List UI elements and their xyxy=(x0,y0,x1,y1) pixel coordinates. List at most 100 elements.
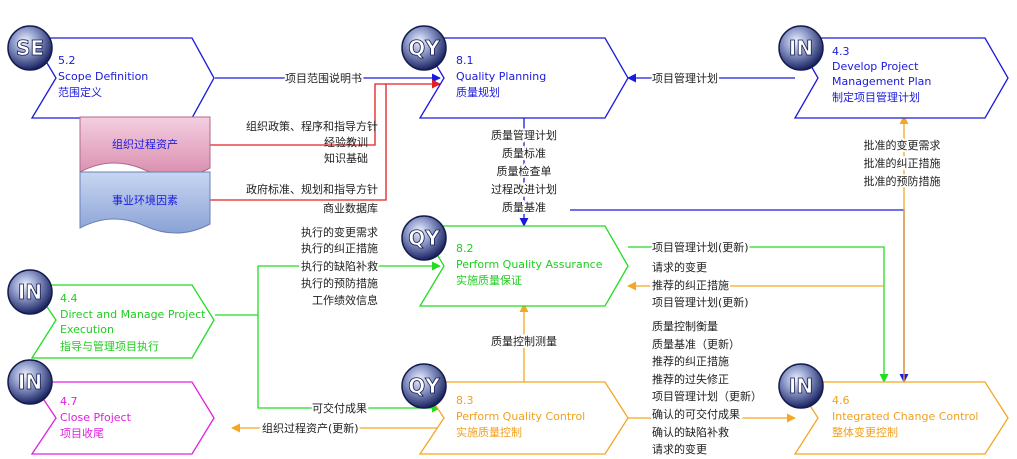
badge-circle xyxy=(778,25,824,71)
icc-zh: 整体变更控制 xyxy=(832,425,898,439)
dm-en2: Execution xyxy=(60,323,114,336)
badge-text: IN xyxy=(789,36,813,60)
qc-zh: 实施质量控制 xyxy=(456,425,522,439)
asset-label-opa: 组织过程资产 xyxy=(112,137,178,151)
qc-out-item: 请求的变更 xyxy=(652,442,707,456)
qa-number: 8.2 xyxy=(456,242,474,255)
qc-out-item: 确认的可交付成果 xyxy=(652,407,740,421)
qc-en: Perform Quality Control xyxy=(456,410,585,423)
scope-en: Scope Definition xyxy=(58,70,148,83)
process-box-dm[interactable] xyxy=(30,284,215,359)
badge-circle xyxy=(7,359,53,405)
badge-circle xyxy=(778,363,824,409)
label-deliverables: 可交付成果 xyxy=(312,401,367,415)
badge-close: IN xyxy=(7,359,53,405)
approved-item: 批准的纠正措施 xyxy=(864,156,941,170)
qa-zh: 实施质量保证 xyxy=(456,273,522,287)
badge-qa: QY xyxy=(401,215,447,261)
badge-qp: QY xyxy=(401,25,447,71)
label-opa-item: 经验教训 xyxy=(324,135,368,149)
badge-text: QY xyxy=(408,374,440,398)
label-opa-update: 组织过程资产(更新) xyxy=(262,421,359,435)
dm-qa-item: 工作绩效信息 xyxy=(312,293,378,307)
scope-number: 5.2 xyxy=(58,54,76,67)
badge-scope: SE xyxy=(7,25,53,71)
badge-circle xyxy=(401,215,447,261)
qa-out-item: 推荐的纠正措施 xyxy=(652,278,729,292)
line-eef-to-qp xyxy=(200,79,441,201)
dm-qa-item: 执行的纠正措施 xyxy=(301,241,378,255)
approved-item: 批准的变更需求 xyxy=(864,138,941,152)
dm-en1: Direct and Manage Project xyxy=(60,308,206,321)
qc-out-item: 项目管理计划（更新） xyxy=(652,389,762,403)
process-box-pmp[interactable] xyxy=(793,37,1009,119)
dm-qa-item: 执行的变更需求 xyxy=(301,225,378,239)
badge-pmp: IN xyxy=(778,25,824,71)
process-box-qc[interactable] xyxy=(418,381,629,455)
badge-circle xyxy=(7,25,53,71)
icc-en: Integrated Change Control xyxy=(832,410,978,423)
process-box-qp[interactable] xyxy=(418,37,629,119)
label-approved: 批准的变更需求 批准的纠正措施 批准的预防措施 xyxy=(862,136,943,190)
qp-output: 质量管理计划 xyxy=(491,128,557,142)
scope-zh: 范围定义 xyxy=(58,85,102,99)
label-qp-outputs: 质量管理计划 质量标准 质量检查单 过程改进计划 质量基准 xyxy=(489,126,559,216)
qc-out-item: 推荐的过失修正 xyxy=(652,372,729,386)
close-zh: 项目收尾 xyxy=(60,426,104,440)
badge-circle xyxy=(7,269,53,315)
close-en: Close Pfoject xyxy=(60,411,132,424)
process-box-qa[interactable] xyxy=(418,225,629,307)
process-box-icc[interactable] xyxy=(793,381,1009,455)
badge-qc: QY xyxy=(401,363,447,409)
qa-en: Perform Quality Assurance xyxy=(456,258,603,271)
label-eef-item: 政府标准、规划和指导方针 xyxy=(246,182,378,196)
process-box-close[interactable] xyxy=(30,381,215,455)
badge-circle xyxy=(401,363,447,409)
badge-icc: IN xyxy=(778,363,824,409)
qa-out-item: 项目管理计划(更新) xyxy=(652,240,749,254)
label-dm-to-qa: 执行的变更需求 执行的纠正措施 执行的缺陷补救 执行的预防措施 工作绩效信息 xyxy=(299,223,380,309)
badge-text: QY xyxy=(408,36,440,60)
label-pmp-plan: 项目管理计划 xyxy=(652,71,718,85)
qp-output: 质量基准 xyxy=(502,201,546,214)
badge-text: SE xyxy=(16,36,44,60)
qc-out-item: 推荐的纠正措施 xyxy=(652,354,729,368)
icc-number: 4.6 xyxy=(832,394,850,407)
qp-zh: 质量规划 xyxy=(456,85,500,99)
badge-circle xyxy=(401,25,447,71)
pmp-zh: 制定项目管理计划 xyxy=(832,90,920,104)
line-opa-to-qp xyxy=(200,83,386,146)
arrow-dm-to-qa xyxy=(215,261,441,316)
asset-label-eef: 事业环境因素 xyxy=(112,193,178,207)
label-eef-item: 商业数据库 xyxy=(323,201,378,215)
approved-item: 批准的预防措施 xyxy=(864,174,941,188)
badge-dm: IN xyxy=(7,269,53,315)
arrow-dm-to-qc xyxy=(257,315,441,413)
asset-box-eef[interactable] xyxy=(79,171,211,234)
dm-qa-item: 执行的预防措施 xyxy=(301,276,378,290)
qc-out-item: 质量基准（更新） xyxy=(652,337,740,351)
label-scope-statement: 项目范围说明书 xyxy=(285,71,362,85)
pmp-number: 4.3 xyxy=(832,45,850,58)
qc-out-item: 确认的缺陷补救 xyxy=(652,425,729,439)
dm-zh: 指导与管理项目执行 xyxy=(60,339,159,353)
label-qc-measure: 质量控制测量 xyxy=(491,334,557,348)
qa-out-item: 项目管理计划(更新) xyxy=(652,295,749,309)
close-number: 4.7 xyxy=(60,395,78,408)
dm-qa-item: 执行的缺陷补救 xyxy=(301,259,378,273)
qp-en: Quality Planning xyxy=(456,70,546,83)
badge-text: IN xyxy=(18,370,42,394)
label-opa-item: 知识基础 xyxy=(324,151,368,165)
badge-text: IN xyxy=(789,374,813,398)
qp-output: 质量标准 xyxy=(502,146,546,160)
badge-text: QY xyxy=(408,226,440,250)
qc-out-item: 质量控制衡量 xyxy=(652,319,718,333)
dm-number: 4.4 xyxy=(60,292,78,305)
label-qc-out: 质量控制衡量 质量基准（更新） 推荐的纠正措施 推荐的过失修正 项目管理计划（更… xyxy=(650,317,764,458)
pmp-en2: Management Plan xyxy=(832,75,931,88)
badge-text: IN xyxy=(18,280,42,304)
qa-out-item: 请求的变更 xyxy=(652,260,707,274)
pmp-en1: Develop Project xyxy=(832,60,919,73)
